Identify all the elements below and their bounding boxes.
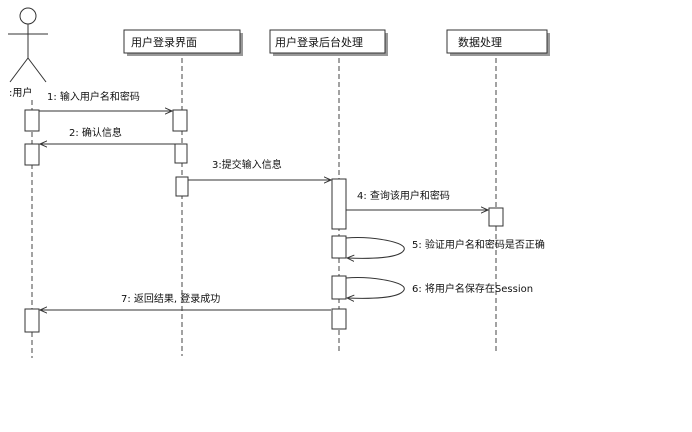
activation-ui-3 bbox=[175, 176, 189, 197]
object-data: 数据处理 bbox=[446, 29, 550, 56]
actor-leg-left bbox=[9, 57, 29, 83]
activation-ui-1 bbox=[172, 109, 188, 132]
message-4-label: 4: 查询该用户和密码 bbox=[357, 189, 450, 202]
message-2-label: 2: 确认信息 bbox=[69, 126, 122, 139]
message-6-label: 6: 将用户名保存在Session bbox=[412, 282, 533, 295]
object-login-backend-label: 用户登录后台处理 bbox=[275, 35, 363, 49]
message-5-arrow bbox=[345, 237, 405, 259]
activation-ui-2 bbox=[174, 143, 188, 164]
activation-backend-1 bbox=[331, 178, 347, 230]
object-login-ui-label: 用户登录界面 bbox=[131, 35, 197, 49]
object-data-box bbox=[446, 29, 548, 54]
activation-user-3 bbox=[24, 308, 40, 333]
activation-data-1 bbox=[488, 207, 504, 227]
object-login-ui-box bbox=[123, 29, 241, 54]
message-7-label: 7: 返回结果, 登录成功 bbox=[121, 292, 220, 305]
actor-leg-right bbox=[27, 57, 47, 83]
message-1-label: 1: 输入用户名和密码 bbox=[47, 90, 140, 103]
message-5-label: 5: 验证用户名和密码是否正确 bbox=[412, 238, 545, 251]
activation-user-1 bbox=[24, 109, 40, 132]
activation-backend-4 bbox=[331, 308, 347, 330]
object-login-backend: 用户登录后台处理 bbox=[269, 29, 388, 56]
message-3-label: 3:提交输入信息 bbox=[212, 158, 282, 171]
object-data-label: 数据处理 bbox=[458, 35, 502, 49]
object-login-ui: 用户登录界面 bbox=[123, 29, 243, 56]
message-6-arrow bbox=[345, 277, 405, 299]
actor-label: :用户 bbox=[9, 86, 32, 99]
object-login-backend-box bbox=[269, 29, 386, 54]
activation-user-2 bbox=[24, 143, 40, 166]
activation-backend-3 bbox=[331, 275, 347, 300]
activation-backend-2 bbox=[331, 235, 347, 259]
actor-user: :用户 bbox=[8, 7, 48, 99]
actor-head bbox=[19, 7, 37, 25]
